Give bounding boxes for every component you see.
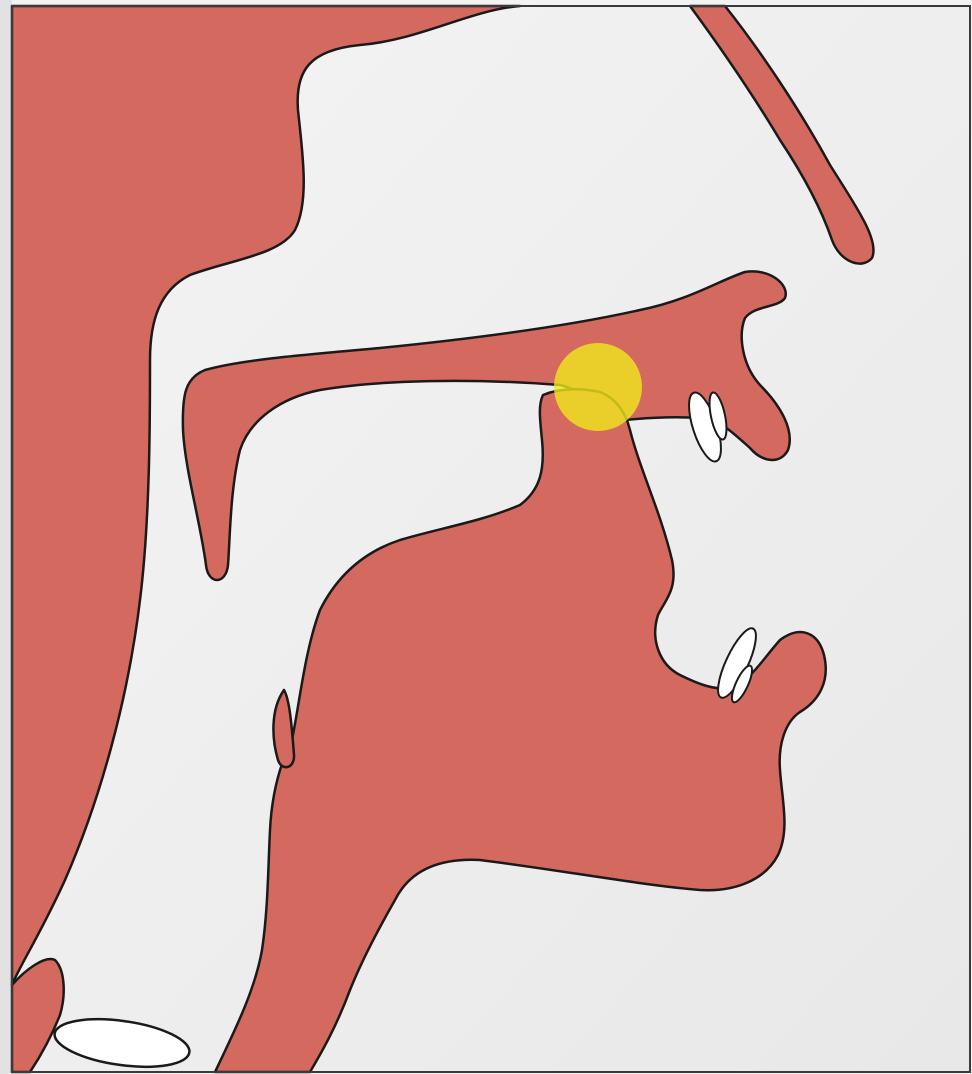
articulation-highlight-circle xyxy=(554,343,642,431)
